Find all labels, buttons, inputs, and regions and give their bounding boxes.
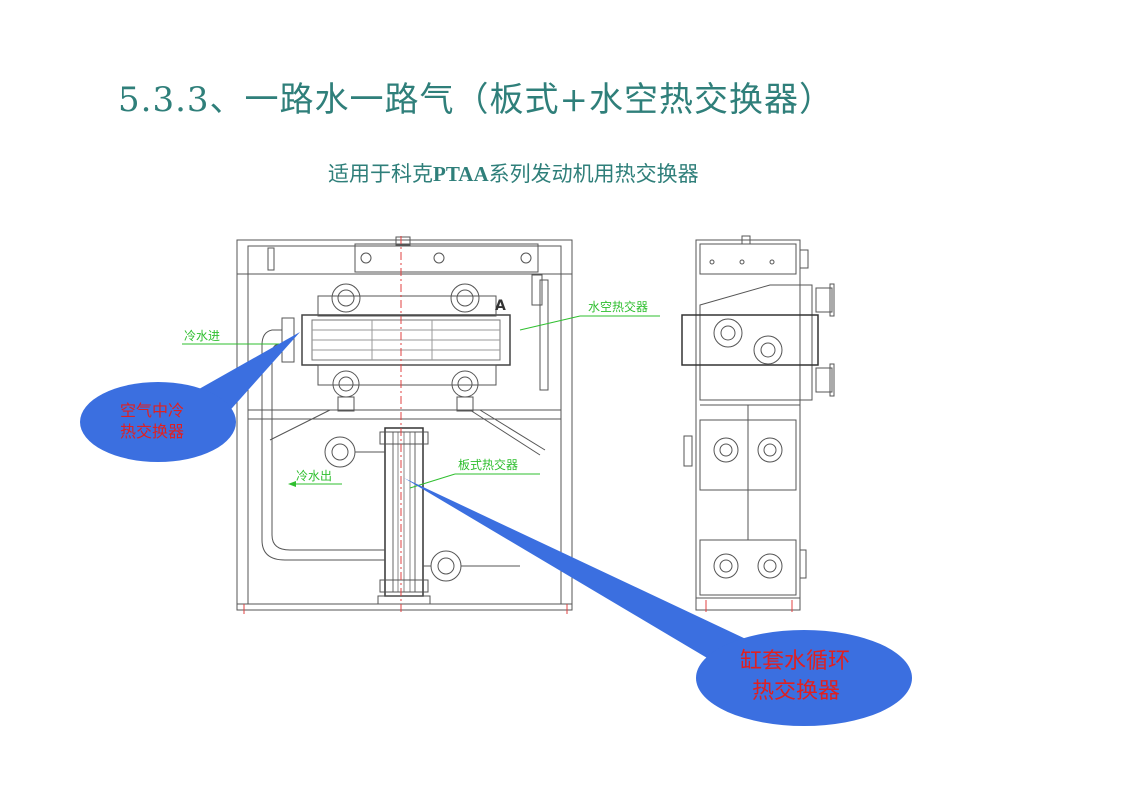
cold-water-in-label: 冷水进 — [184, 329, 220, 343]
slide-subtitle: 适用于科克PTAA系列发动机用热交换器 — [328, 158, 699, 188]
air-cooler-callout-line1: 空气中冷 — [120, 401, 184, 420]
label-leaders — [182, 315, 660, 489]
side-exchanger-block — [681, 314, 819, 366]
air-cooler-callout-bubble — [80, 382, 236, 462]
water-air-exchanger-label: 水空热交器 — [588, 299, 648, 314]
front-view — [236, 236, 573, 611]
jacket-callout-pointer — [404, 478, 748, 668]
side-frame — [695, 239, 801, 611]
view-mark-a: A — [495, 298, 506, 314]
subtitle-post: 系列发动机用热交换器 — [488, 162, 699, 186]
air-cooler-callout-line2: 热交换器 — [120, 422, 184, 441]
subtitle-pre: 适用于科克 — [328, 162, 433, 186]
subtitle-bold: PTAA — [433, 162, 489, 186]
cold-water-out-label: 冷水出 — [296, 469, 332, 483]
plate-exchanger-label: 板式热交器 — [458, 457, 518, 472]
jacket-callout-bubble — [696, 630, 912, 726]
side-view — [681, 235, 835, 611]
cold-water-out-arrow — [288, 481, 296, 487]
jacket-callout-line2: 热交换器 — [752, 679, 840, 704]
front-frame — [236, 239, 573, 611]
jacket-callout-line1: 缸套水循环 — [740, 649, 850, 674]
slide-title: 5.3.3、一路水一路气（板式+水空热交换器） — [118, 80, 834, 120]
